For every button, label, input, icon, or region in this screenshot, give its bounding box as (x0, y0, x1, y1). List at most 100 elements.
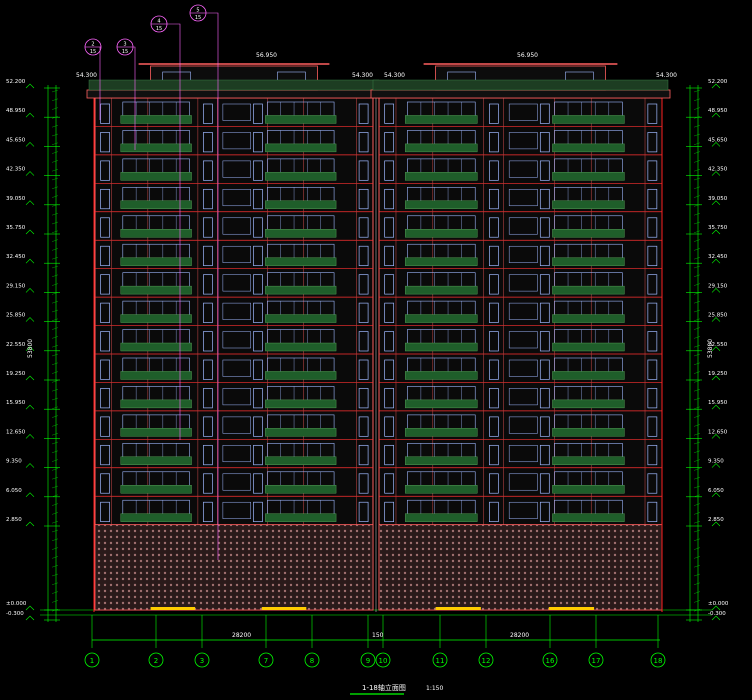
dim-notch (51, 195, 59, 198)
level-marker (711, 229, 721, 235)
level-label: -0.300 (6, 611, 24, 617)
window (358, 245, 369, 267)
level-marker (711, 404, 721, 410)
dim-notch (693, 327, 701, 330)
dim-notch (693, 547, 701, 550)
level-label: 6.050 (708, 488, 724, 494)
balcony-rail (265, 513, 337, 522)
balcony-rail (405, 143, 478, 153)
dim-notch (693, 450, 701, 453)
window (647, 359, 658, 380)
window (489, 103, 499, 124)
balcony-rail (552, 399, 625, 409)
window (508, 132, 538, 150)
dim-notch (693, 186, 701, 189)
balcony-rail (552, 428, 625, 437)
roof-level-left: 56.950 (256, 52, 277, 59)
window (539, 302, 550, 323)
level-label: 35.750 (708, 225, 728, 231)
level-marker (25, 375, 35, 381)
level-marker (711, 463, 721, 468)
dim-notch (51, 468, 59, 471)
window (253, 416, 263, 437)
balcony-rail (120, 342, 192, 352)
level-marker (711, 605, 721, 611)
window (539, 274, 550, 295)
balcony-rail (120, 371, 192, 380)
dim-notch (51, 415, 59, 418)
axis-bubble (258, 652, 274, 668)
axis-label: 7 (264, 657, 268, 665)
dim-notch (693, 353, 701, 357)
dim-notch (693, 362, 701, 365)
window (384, 388, 395, 409)
window (100, 274, 110, 295)
window (647, 331, 658, 352)
window (222, 302, 251, 320)
level-marker (711, 112, 721, 118)
dim-notch (693, 292, 701, 295)
entry-canopy (261, 607, 307, 610)
balcony-rail (552, 485, 625, 494)
window (253, 388, 263, 409)
dim-notch (693, 406, 701, 409)
window (508, 274, 538, 292)
window (203, 188, 213, 210)
balcony-rail (120, 485, 192, 494)
dim-notch (51, 107, 59, 110)
balcony-rail (265, 172, 337, 181)
window (489, 331, 499, 352)
dim-notch (51, 292, 59, 295)
window (539, 388, 550, 409)
level-label: 12.650 (708, 429, 728, 435)
level-label: 52.200 (6, 79, 26, 85)
dim-notch (693, 177, 701, 181)
window (489, 501, 499, 523)
callout-number: 2 (91, 42, 94, 48)
window (489, 188, 499, 210)
level-label: 42.350 (708, 167, 728, 173)
dim-notch (51, 213, 59, 216)
axis-label: 9 (366, 657, 370, 665)
dim-notch (51, 177, 59, 181)
dim-notch (693, 538, 701, 541)
level-marker (711, 615, 721, 621)
balcony-rail (120, 399, 192, 409)
balcony-rail (552, 314, 625, 323)
dim-notch (693, 283, 701, 286)
dim-notch (51, 160, 59, 163)
dim-notch (51, 230, 59, 233)
total-width-right: 28200 (510, 632, 529, 639)
dim-notch (51, 485, 59, 489)
level-label: 32.450 (6, 254, 26, 260)
window (489, 388, 499, 409)
balcony-rail (120, 115, 192, 124)
window (647, 103, 658, 124)
dim-notch (693, 600, 701, 603)
window (384, 103, 395, 124)
window (222, 189, 251, 207)
level-label: 2.850 (6, 517, 22, 523)
dim-notch (51, 450, 59, 453)
dim-notch (693, 459, 701, 462)
dim-notch (693, 424, 701, 427)
dim-notch (693, 160, 701, 163)
window (358, 444, 369, 466)
axis-bubble (478, 652, 494, 668)
dim-notch (51, 327, 59, 330)
callout-sheet: 15 (195, 15, 201, 21)
window (647, 302, 658, 323)
dim-notch (51, 609, 59, 612)
window (489, 359, 499, 380)
podium-stone (378, 524, 663, 611)
window (358, 416, 369, 437)
callout-number: 5 (196, 8, 199, 14)
window (203, 331, 213, 352)
callout-sheet: 15 (122, 49, 128, 55)
balcony-rail (552, 257, 625, 266)
level-label: 9.350 (6, 459, 22, 465)
window (384, 359, 395, 380)
window (203, 132, 213, 153)
dim-notch (51, 441, 59, 445)
callout-leader (167, 23, 181, 440)
